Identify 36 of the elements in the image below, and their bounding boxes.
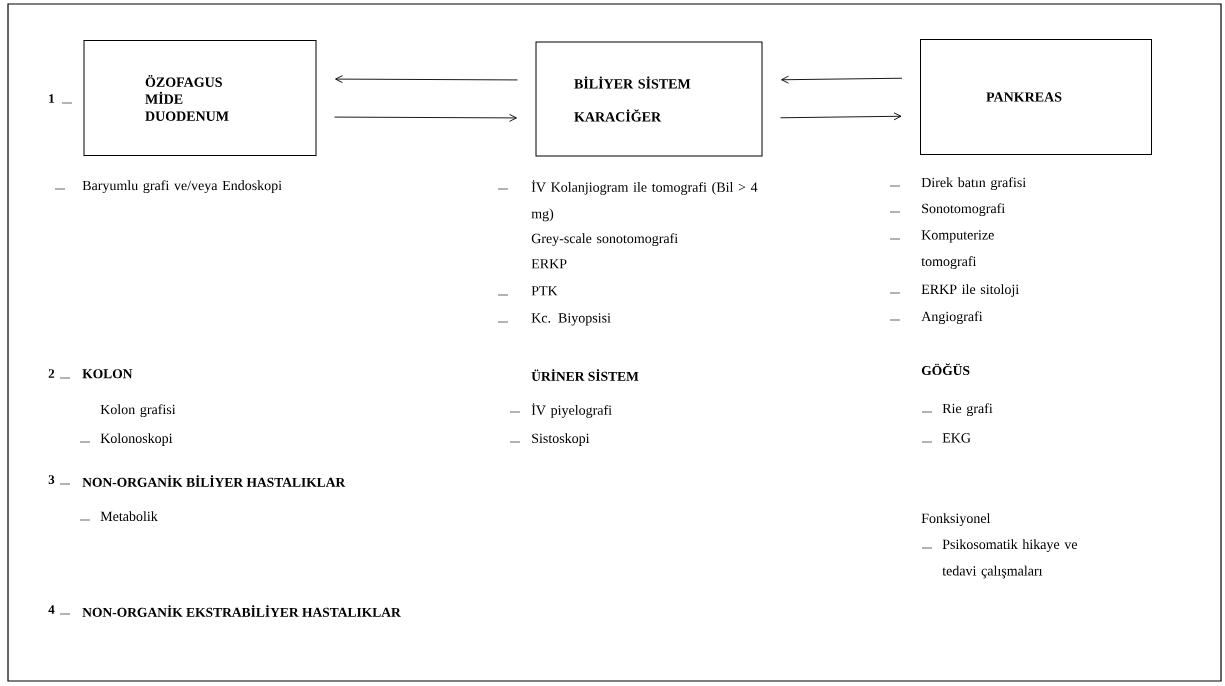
list-item: Kolon grafisi (100, 404, 176, 418)
section-heading: GÖĞÜS (921, 363, 970, 376)
section-heading: NON-ORGANİK BİLİYER HASTALIKLAR (82, 475, 346, 487)
section-number: 1 (49, 94, 55, 103)
section-number: 3 (48, 475, 55, 484)
list-item: Direk batın grafisi (921, 177, 1026, 191)
list-item: İV Kolanjiogram ile tomografi (Bil > 4 mg) (531, 180, 758, 222)
arrow (335, 75, 518, 84)
organ-box: ÖZOFAGUS MİDE DUODENUM (83, 40, 317, 156)
list-item: Sistoskopi (532, 433, 590, 446)
section-number: 2 (48, 369, 55, 378)
list-item: İV piyelografi (531, 403, 612, 418)
list-item: Grey-scale sonotomografi (531, 233, 678, 247)
list-item: PTK (531, 286, 558, 296)
list-item: Komputerize tomografi (921, 230, 994, 269)
list-item: EKG (942, 433, 971, 443)
organ-box: BİLİYER SİSTEM KARACİĞER (535, 41, 763, 157)
list-item: Psikosomatik hikaye ve tedavi çalışmaları (942, 539, 1078, 579)
list-item: Fonksiyonel (921, 513, 991, 526)
list-item: Baryumlu grafi ve/veya Endoskopi (82, 180, 282, 194)
list-item: Kc. Biyopsisi (531, 313, 611, 326)
arrow (781, 75, 903, 84)
section-number: 4 (48, 605, 55, 614)
section-heading: NON-ORGANİK EKSTRABİLİYER HASTALIKLAR (82, 605, 401, 617)
list-item: ERKP (531, 259, 567, 269)
list-item: Rie grafi (942, 403, 993, 417)
arrow (780, 112, 902, 121)
section-heading: ÜRİNER SİSTEM (531, 369, 639, 381)
organ-box: PANKREAS (920, 39, 1152, 155)
list-item: Kolonoskopi (100, 433, 173, 446)
list-item: Angiografi (921, 311, 983, 325)
section-heading: KOLON (82, 369, 133, 379)
list-item: Sonotomografi (922, 203, 1005, 217)
arrow (334, 113, 517, 122)
list-item: ERKP ile sitoloji (921, 284, 1019, 297)
list-item: Metabolik (100, 511, 158, 522)
